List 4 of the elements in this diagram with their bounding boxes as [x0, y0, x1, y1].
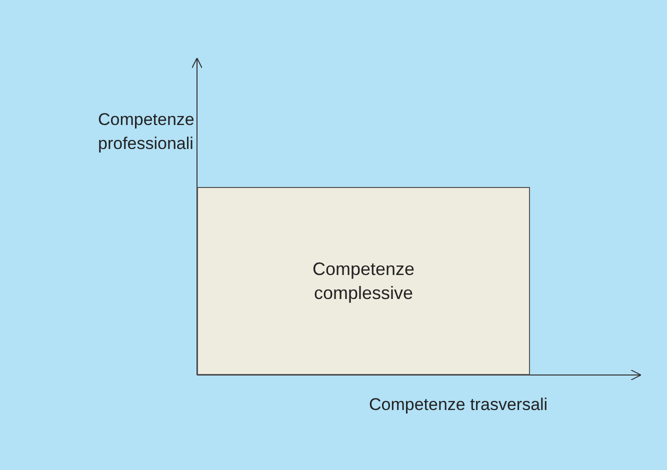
y-axis-label: Competenze professionali: [98, 109, 193, 155]
area-box: [197, 187, 530, 375]
x-axis-label: Competenze trasversali: [369, 394, 548, 416]
area-label: Competenze complessive: [311, 258, 416, 305]
